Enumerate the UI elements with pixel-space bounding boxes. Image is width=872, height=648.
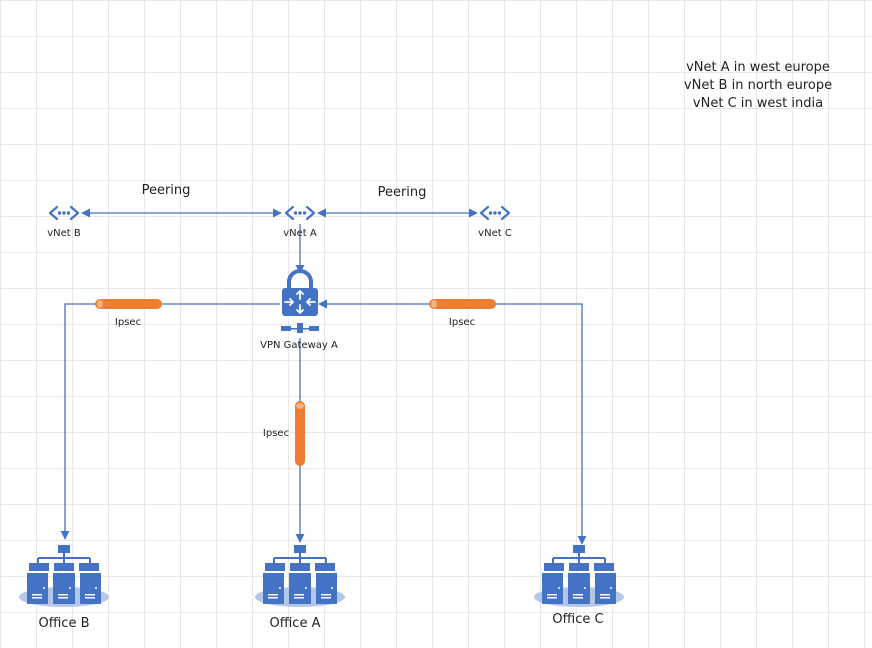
vpn-gateway-icon xyxy=(281,269,319,333)
ipsec-label-left: Ipsec xyxy=(114,317,142,328)
vnet-b-label: vNet B xyxy=(47,228,81,239)
peering-label-right: Peering xyxy=(377,185,427,200)
note-vnet-b: vNet B in north europe xyxy=(683,78,833,93)
region-notes: vNet A in west europe vNet B in north eu… xyxy=(658,59,858,113)
office-b-label: Office B xyxy=(38,616,90,631)
vpn-gateway-label: VPN Gateway A xyxy=(260,340,338,351)
office-b-server-icon xyxy=(19,545,109,608)
office-a-label: Office A xyxy=(269,616,321,631)
office-c-label: Office C xyxy=(552,612,604,627)
office-c-connection xyxy=(318,299,587,545)
office-c-server-icon xyxy=(534,545,624,608)
ipsec-label-right: Ipsec xyxy=(448,317,476,328)
note-vnet-c: vNet C in west india xyxy=(692,96,824,111)
vnet-c-label: vNet C xyxy=(478,228,512,239)
office-b-connection xyxy=(60,303,280,540)
ipsec-tunnel-right xyxy=(429,299,496,309)
office-a-server-icon xyxy=(255,545,345,608)
vnet-c-icon xyxy=(479,205,511,221)
note-vnet-a: vNet A in west europe xyxy=(686,60,830,75)
ipsec-label-center: Ipsec xyxy=(262,428,290,439)
vnet-b-icon xyxy=(48,205,80,221)
ipsec-tunnel-left xyxy=(95,299,162,309)
vnet-a-icon xyxy=(284,205,316,221)
vnet-a-label: vNet A xyxy=(283,228,317,239)
ipsec-tunnel-center xyxy=(295,401,305,466)
peering-label-left: Peering xyxy=(141,183,191,198)
